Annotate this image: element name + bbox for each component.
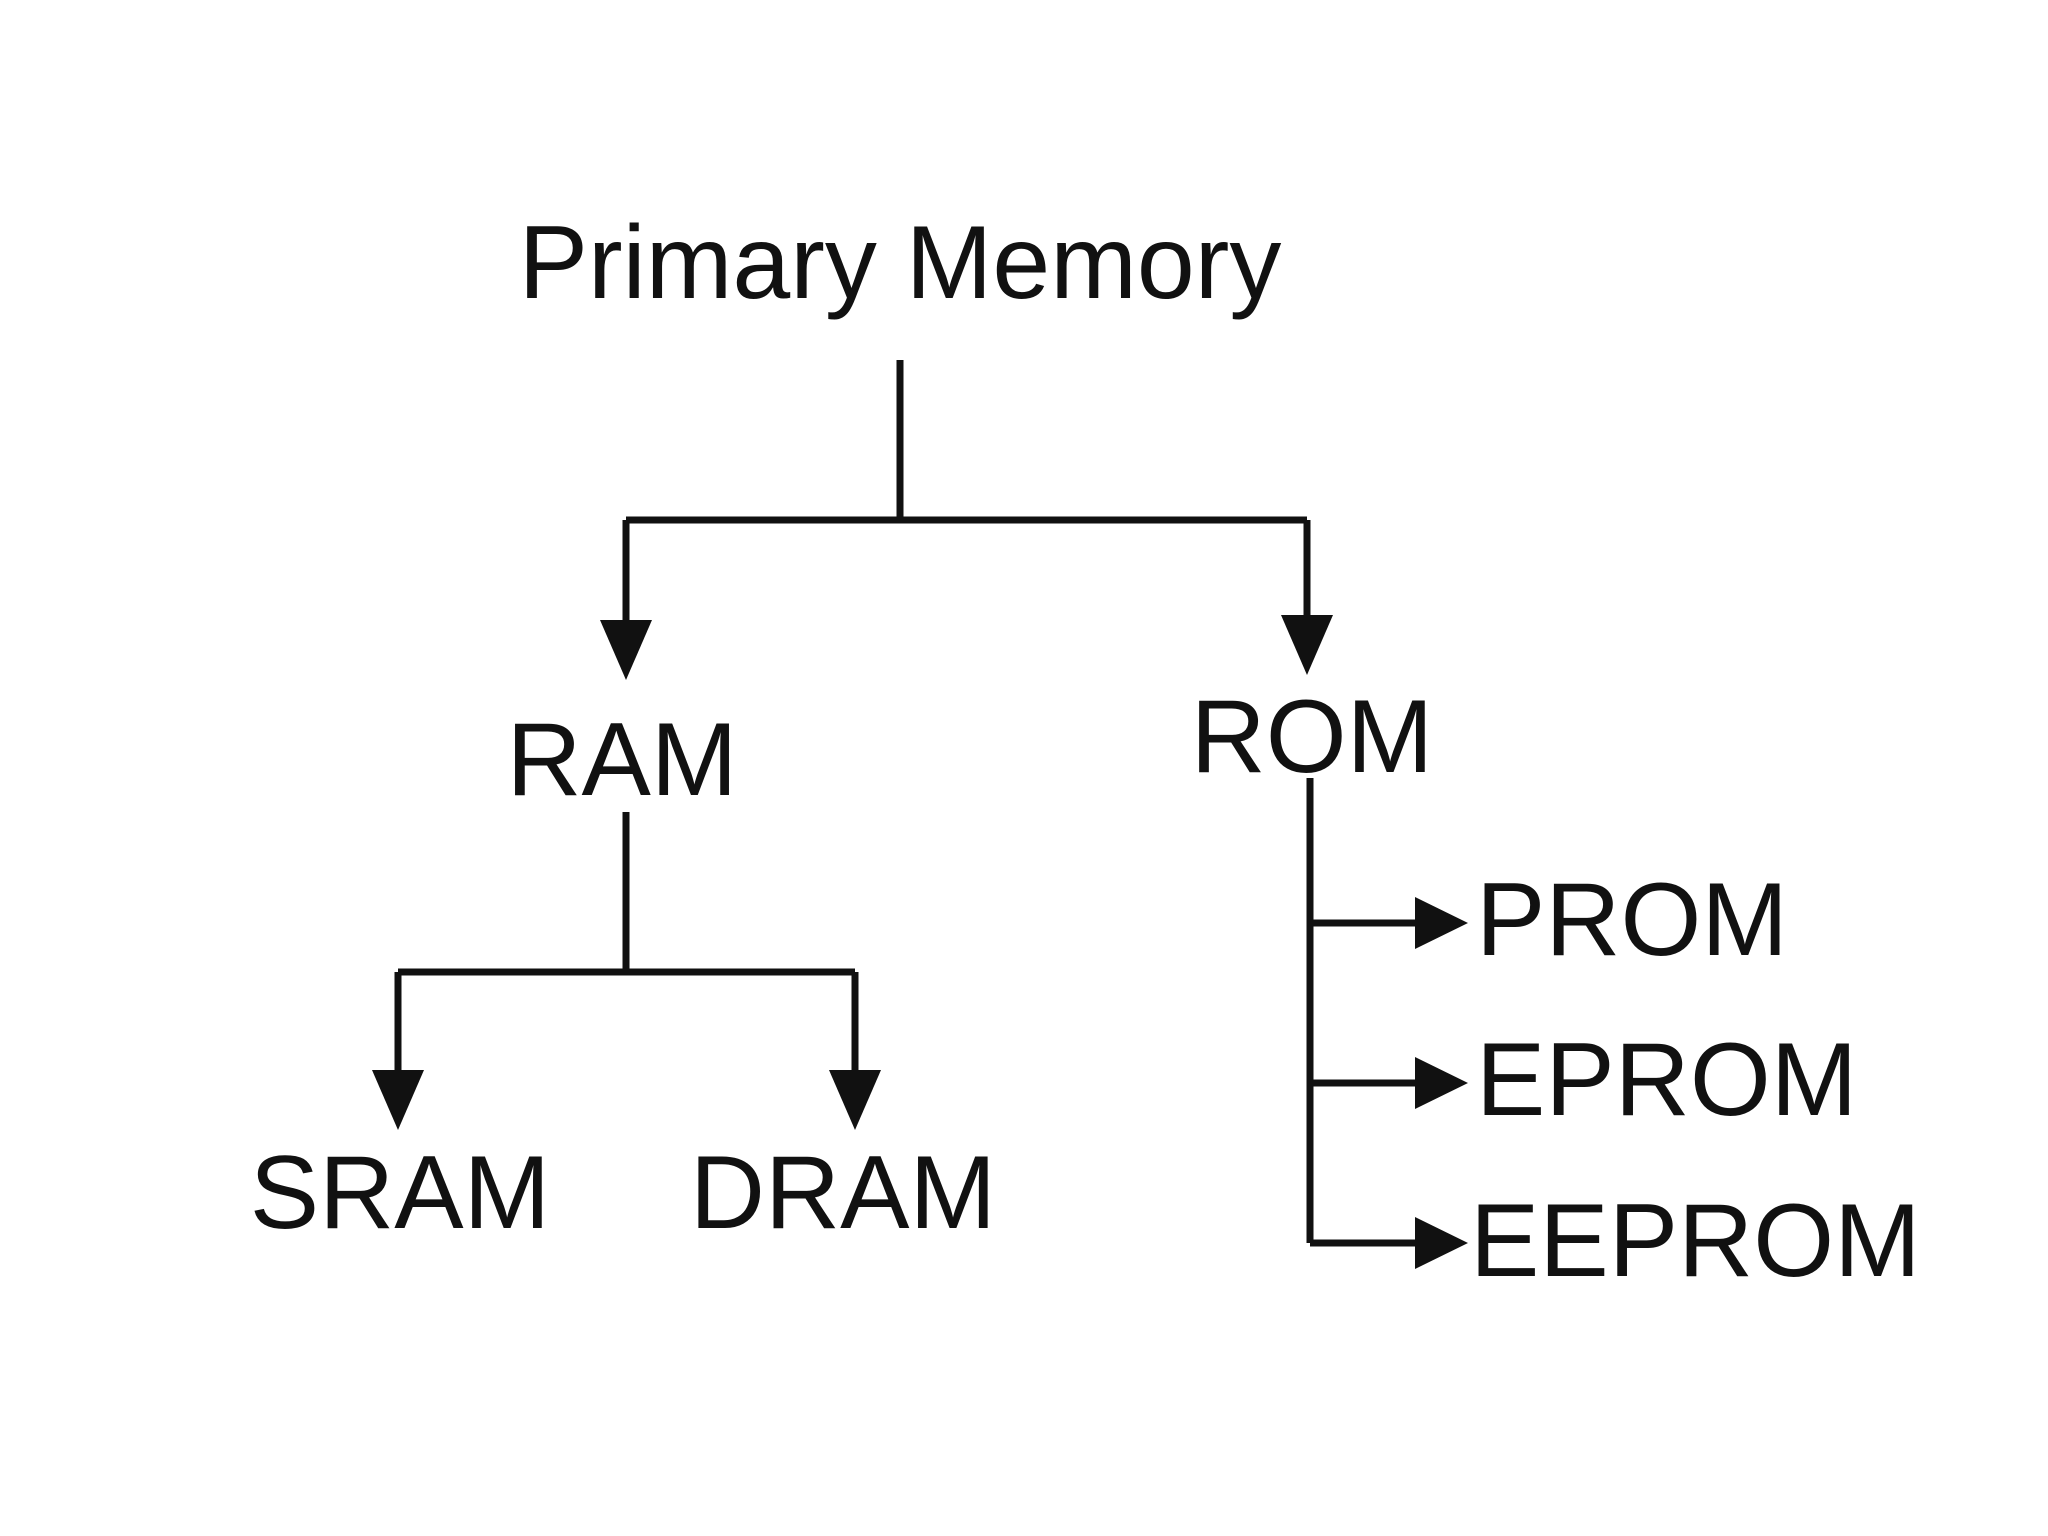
edge-ram-dram [829, 972, 881, 1130]
node-prom: PROM [1476, 862, 1788, 978]
arrowhead-dram [829, 1070, 881, 1130]
arrowhead-ram [600, 620, 652, 680]
node-eprom: EPROM [1476, 1022, 1857, 1138]
arrowhead-prom [1415, 897, 1468, 949]
edge-ram-sram [372, 812, 855, 1130]
node-eeprom: EEPROM [1470, 1183, 1921, 1299]
node-sram: SRAM [250, 1135, 550, 1251]
arrowhead-sram [372, 1070, 424, 1130]
node-dram: DRAM [690, 1135, 996, 1251]
arrowhead-eprom [1415, 1057, 1468, 1109]
edge-root-rom [1281, 520, 1333, 675]
node-primary-memory: Primary Memory [519, 205, 1282, 321]
arrowhead-eeprom [1415, 1217, 1468, 1269]
node-rom: ROM [1191, 679, 1434, 795]
node-ram: RAM [506, 702, 737, 818]
edge-rom-children [1306, 778, 1468, 1269]
edge-root-ram [600, 360, 1307, 680]
arrowhead-rom [1281, 615, 1333, 675]
